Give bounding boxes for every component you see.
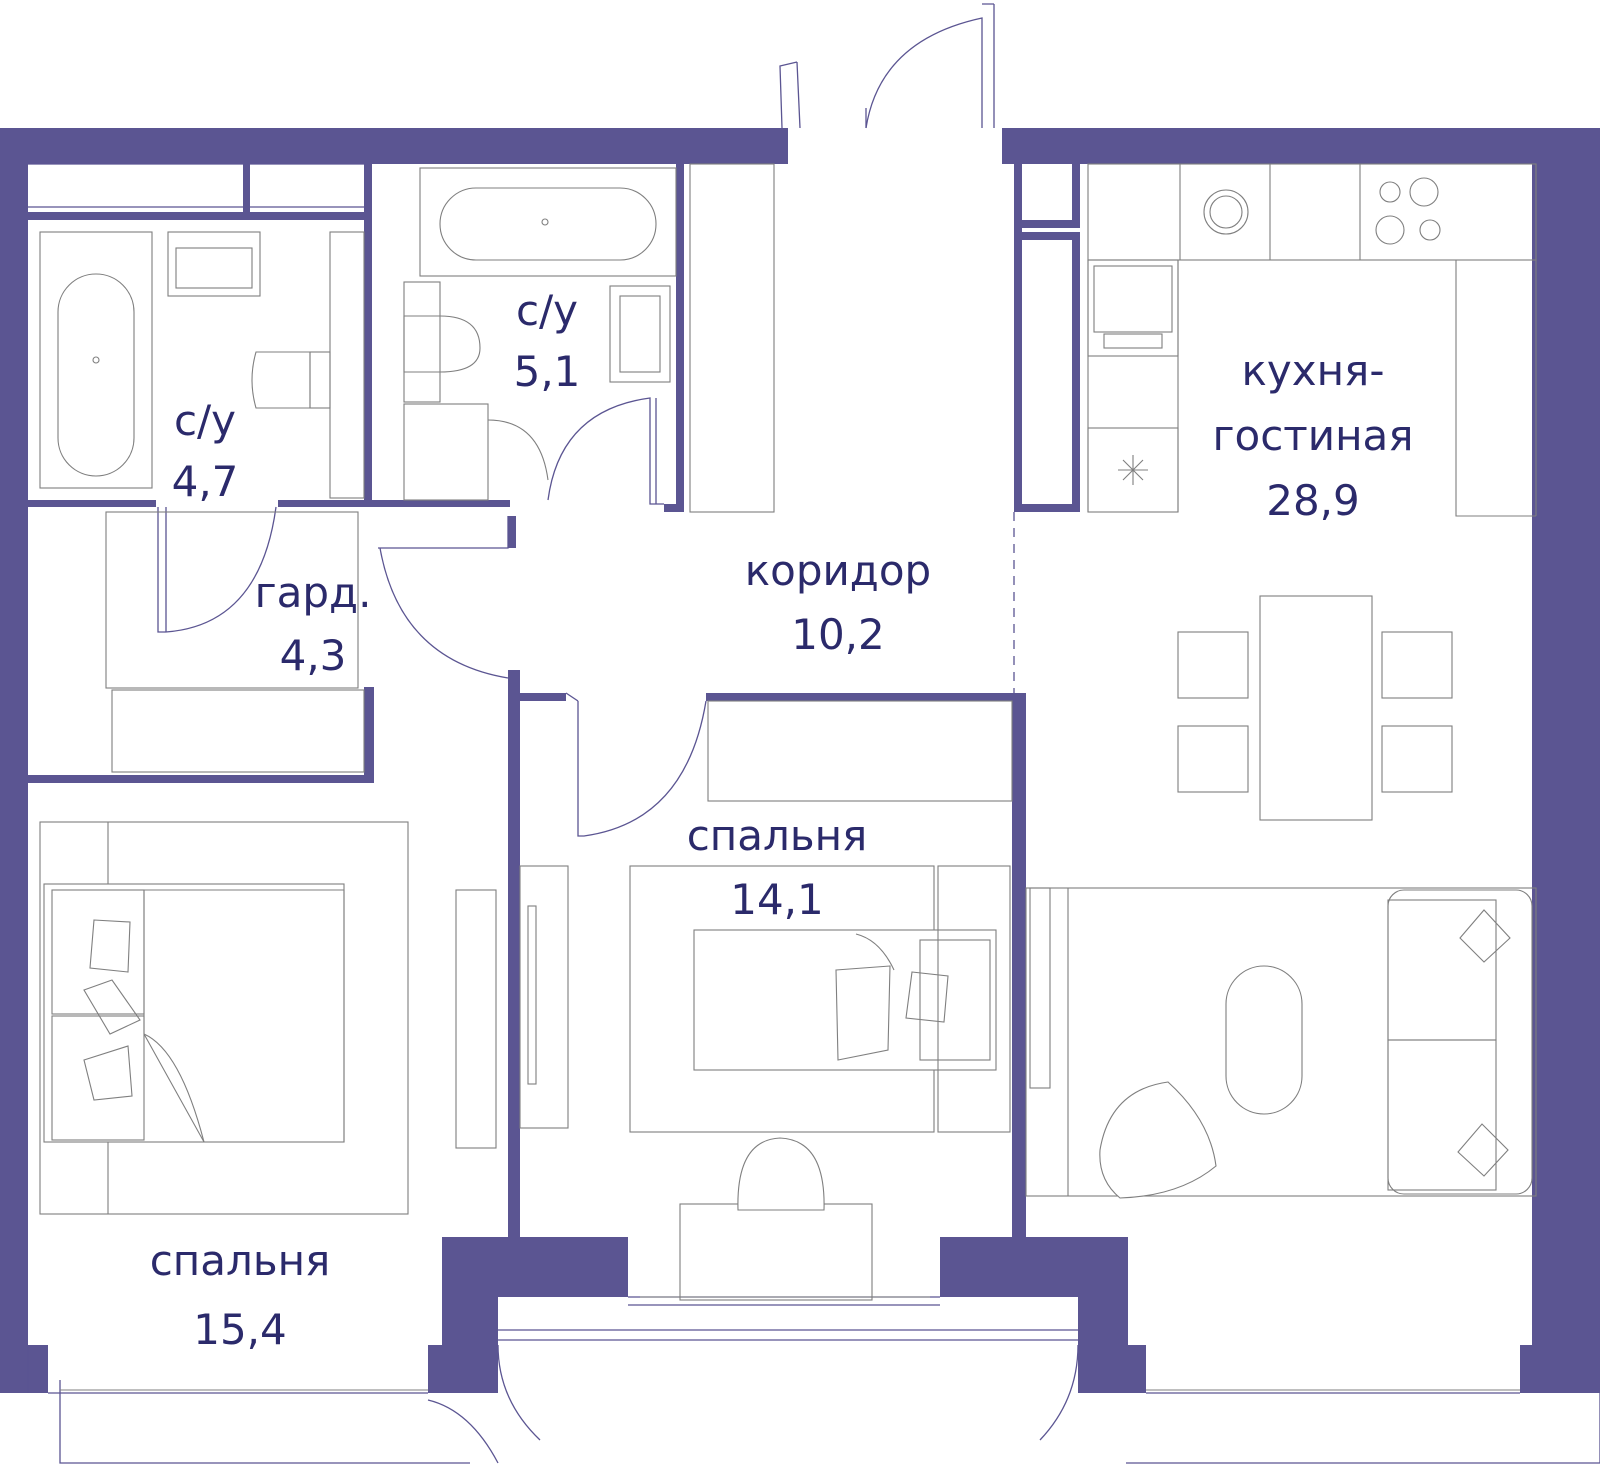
bath-center-area: 5,1 (514, 347, 581, 396)
kitchen-name-line2: гостиная (1212, 411, 1413, 460)
wardrobe-name: гард. (255, 568, 372, 617)
bedroom-mid-area: 14,1 (730, 875, 824, 924)
bedroom-mid-name: спальня (687, 811, 868, 860)
corridor-name: коридор (745, 546, 931, 595)
kitchen-name-line1: кухня- (1242, 346, 1385, 395)
bedroom-left-area: 15,4 (193, 1305, 287, 1354)
room-labels: с/у 4,7 с/у 5,1 кухня- гостиная 28,9 кор… (150, 286, 1414, 1354)
walls (0, 128, 1600, 1393)
bath-center-name: с/у (516, 286, 578, 335)
bath-left-name: с/у (174, 396, 236, 445)
furniture (39, 163, 1537, 1301)
bedroom-left-name: спальня (150, 1236, 331, 1285)
kitchen-area: 28,9 (1266, 476, 1360, 525)
openings (27, 3, 1600, 1464)
corridor-area: 10,2 (791, 610, 885, 659)
bath-left-area: 4,7 (172, 457, 239, 506)
wardrobe-area: 4,3 (280, 631, 347, 680)
